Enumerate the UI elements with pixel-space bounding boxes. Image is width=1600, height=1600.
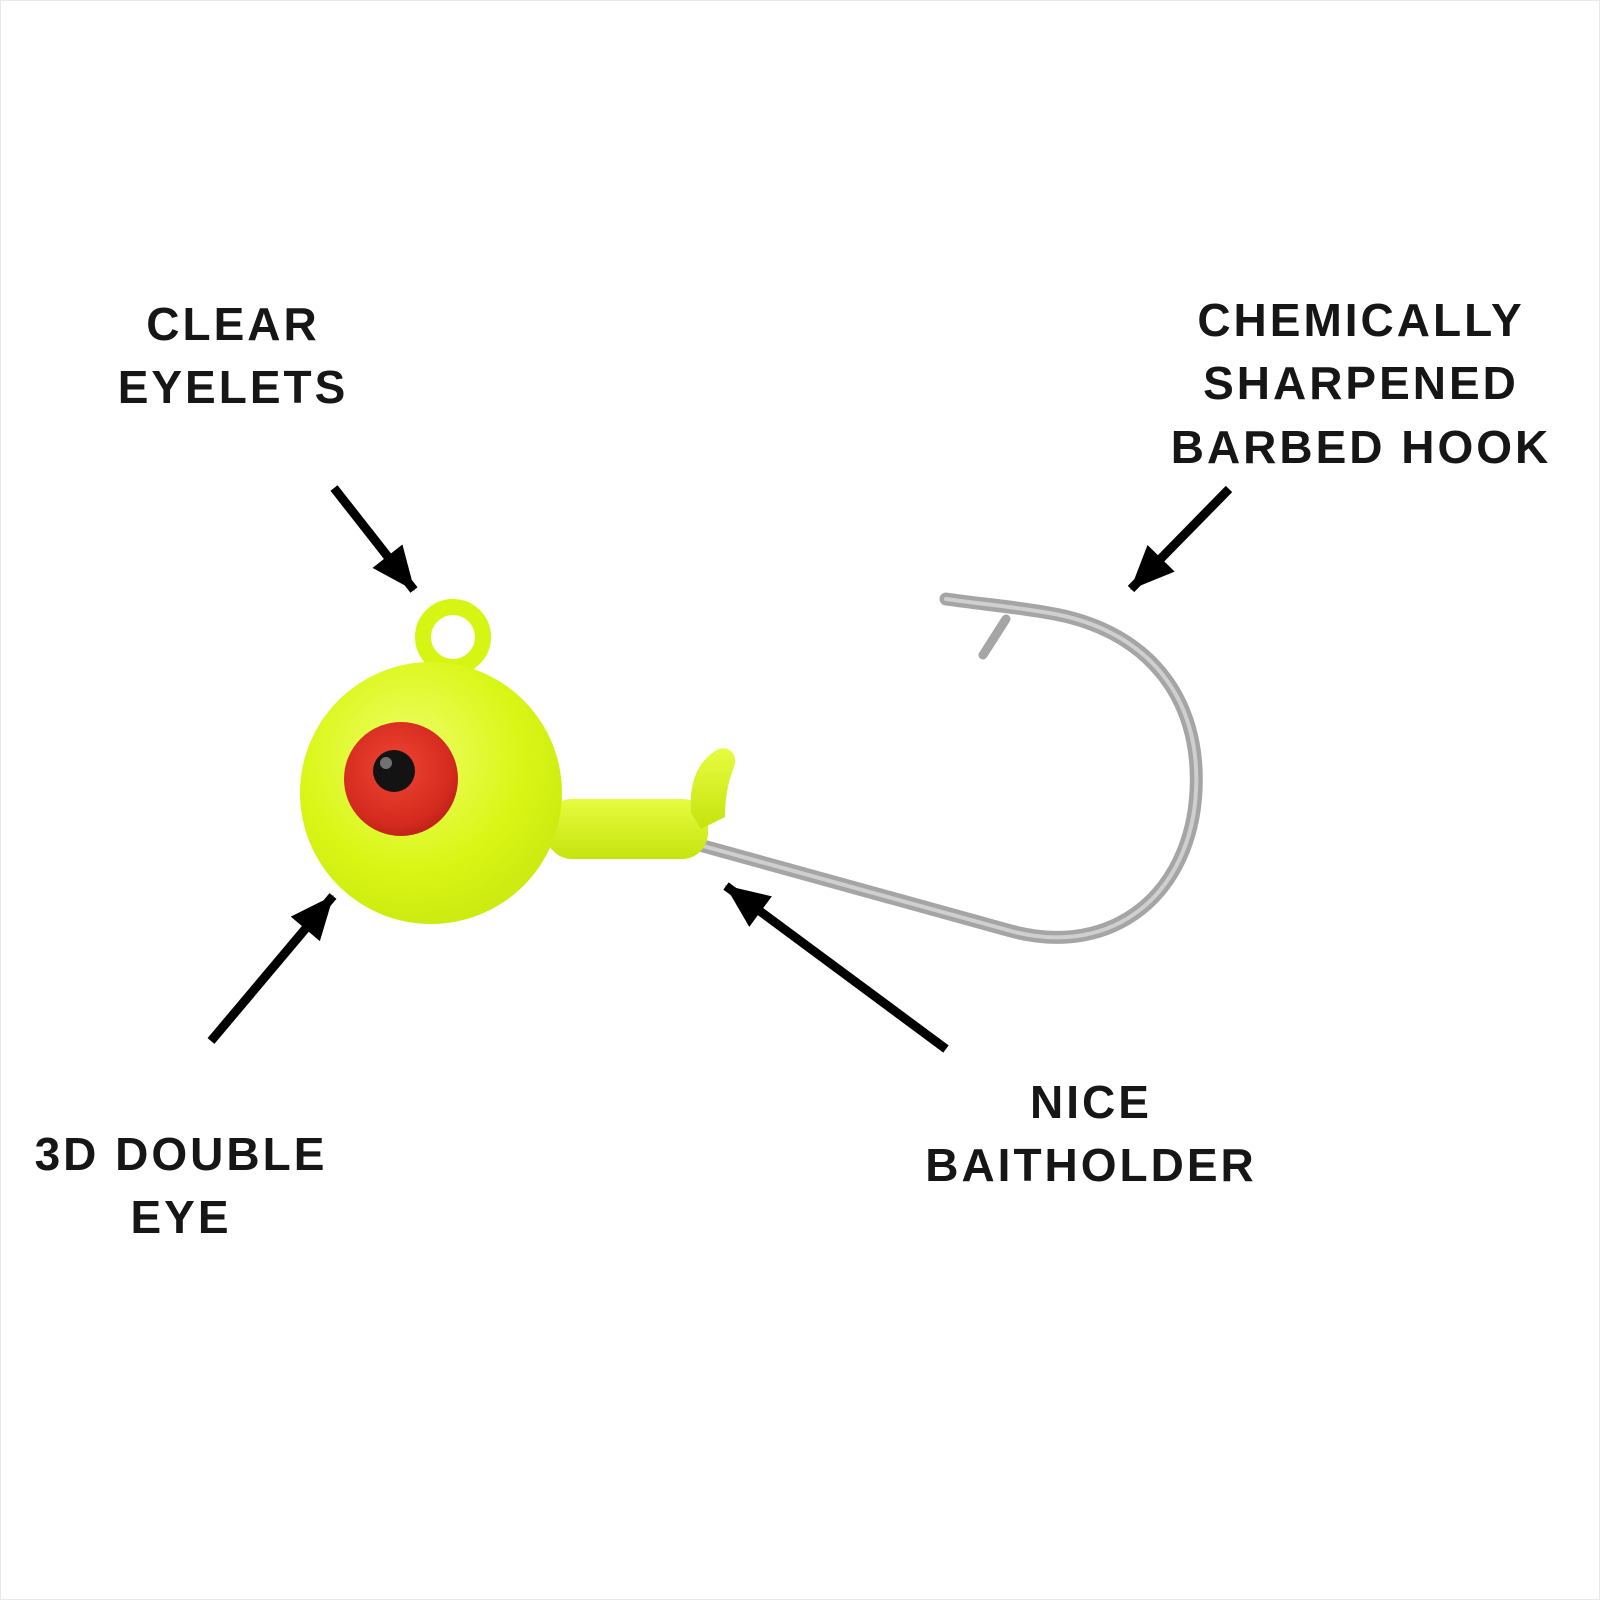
label-line: CLEAR [146,298,320,350]
label-clear-eyelets: CLEAR EYELETS [33,293,433,420]
label-line: NICE [1030,1076,1152,1128]
label-line: CHEMICALLY [1197,294,1525,346]
label-line: 3D DOUBLE [34,1128,328,1180]
label-line: BAITHOLDER [925,1139,1257,1192]
label-chemically-sharpened-barbed-hook: CHEMICALLY SHARPENED BARBED HOOK [1131,289,1591,479]
jig-eye-pupil [373,750,415,792]
label-line: EYE [130,1191,232,1244]
label-line: SHARPENED [1203,357,1519,410]
barbed-hook [689,592,1203,944]
label-3d-double-eye: 3D DOUBLE EYE [1,1123,361,1250]
hook-shank-and-bend [689,592,1203,944]
annotation-arrows [207,485,1233,1053]
arrow-to-eyelet [330,485,418,593]
arrow-to-baitholder [723,882,949,1053]
hook-sheen [694,597,1199,940]
label-line: BARBED HOOK [1170,420,1552,473]
label-line: EYELETS [117,361,349,414]
jig-eye-highlight [380,757,392,769]
arrow-to-hook-point [1127,485,1233,593]
arrow-to-double-eye [207,893,337,1044]
jig-collar [546,799,708,859]
jig-eyelet [415,599,491,675]
hook-barb [978,614,1011,660]
jig-baitholder-barb [690,748,736,829]
label-nice-baitholder: NICE BAITHOLDER [891,1071,1291,1198]
